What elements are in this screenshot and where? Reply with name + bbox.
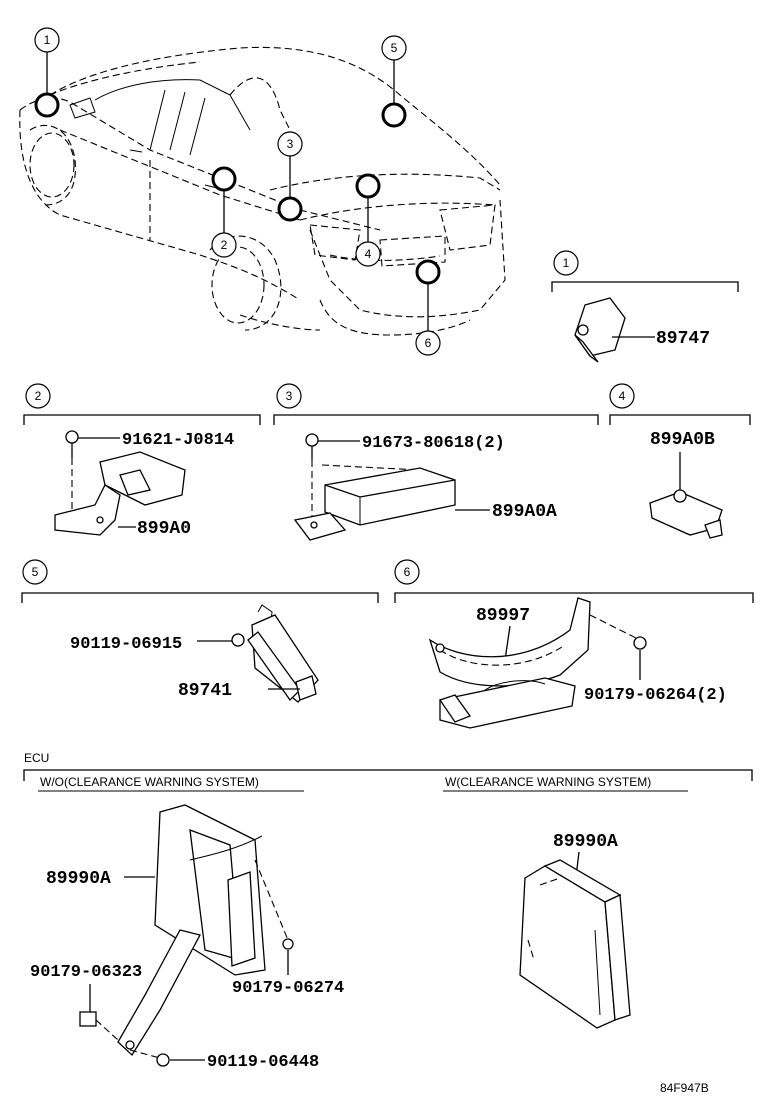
svg-text:2: 2 [35,389,42,403]
part-89997-label: 89997 [476,606,530,626]
callout-1: 1 [34,27,60,53]
svg-text:5: 5 [32,565,39,579]
part-90179-06323-label: 90179-06323 [30,963,142,982]
part-899A0A-illustration [293,467,490,541]
bolt-90119-06448-icon [156,1053,170,1067]
ecu-section: ECU W/O(CLEARANCE WARNING SYSTEM) W(CLEA… [23,751,753,1072]
svg-text:3: 3 [287,137,294,151]
ecu-right-part-89990A-label: 89990A [553,832,618,852]
callout-2: 2 [211,232,237,258]
part-91673-80618-label: 91673-80618(2) [362,434,505,453]
nut-90179-06264-icon [633,636,647,650]
part-90179-06274-label: 90179-06274 [232,979,344,998]
ecu-left-illustration [117,804,289,1057]
section-3: 3 91673-80618(2) 899A0A [273,383,599,541]
part-89747-illustration [574,297,655,363]
ecu-right-title: W(CLEARANCE WARNING SYSTEM) [445,775,651,789]
svg-text:3: 3 [286,389,293,403]
svg-text:1: 1 [563,256,570,270]
ecu-label: ECU [24,751,49,765]
bolt-91673-80618-illustration [305,433,360,460]
nut-90179-06274-icon [282,938,294,950]
part-899A0B-illustration [649,489,723,539]
part-90119-06448-label: 90119-06448 [207,1053,319,1072]
part-91621-J0814-label: 91621-J0814 [122,431,234,450]
sensor-location-5 [381,102,407,128]
section-1: 1 89747 [551,250,739,363]
svg-text:2: 2 [221,238,228,252]
svg-text:6: 6 [425,336,432,350]
sensor-location-2 [211,166,237,192]
sensor-location-1 [34,92,60,118]
sensor-location-3 [277,196,303,222]
figure-code: 84F947B [660,1081,709,1095]
bolt-91621-J0814-illustration [65,430,120,458]
svg-text:5: 5 [391,41,398,55]
clip-90179-06323-icon [79,1011,97,1027]
part-899A0A-label: 899A0A [492,502,557,522]
ecu-right-illustration [519,859,631,1029]
section-5: 5 90119-06915 89741 [21,559,379,703]
section-2: 2 91621-J0814 899A0 [23,383,261,539]
section-4: 4 899A0B [609,383,751,539]
section-6: 6 89997 90179-06264(2) [394,559,754,729]
svg-text:1: 1 [44,33,51,47]
sensor-location-4 [355,173,381,199]
part-899A0-illustration [54,451,186,536]
ecu-left-title: W/O(CLEARANCE WARNING SYSTEM) [40,775,259,789]
svg-text:4: 4 [619,389,626,403]
callout-6: 6 [415,330,441,356]
svg-text:6: 6 [404,565,411,579]
part-89747-label: 89747 [656,329,710,349]
bolt-90119-06915-icon [231,633,245,647]
part-899A0-label: 899A0 [137,519,191,539]
svg-text:4: 4 [365,247,372,261]
part-89997-illustration [428,597,591,729]
part-90179-06264-label: 90179-06264(2) [584,686,727,705]
ecu-left-part-89990A-label: 89990A [46,869,111,889]
part-89741-illustration [247,604,319,703]
sensor-location-6 [415,259,441,285]
callout-4: 4 [355,241,381,267]
car-illustration [19,46,506,336]
part-89741-label: 89741 [178,681,232,701]
part-899A0B-label: 899A0B [650,430,715,450]
part-90119-06915-label: 90119-06915 [70,635,182,654]
callout-5: 5 [381,35,407,61]
callout-3: 3 [277,131,303,157]
